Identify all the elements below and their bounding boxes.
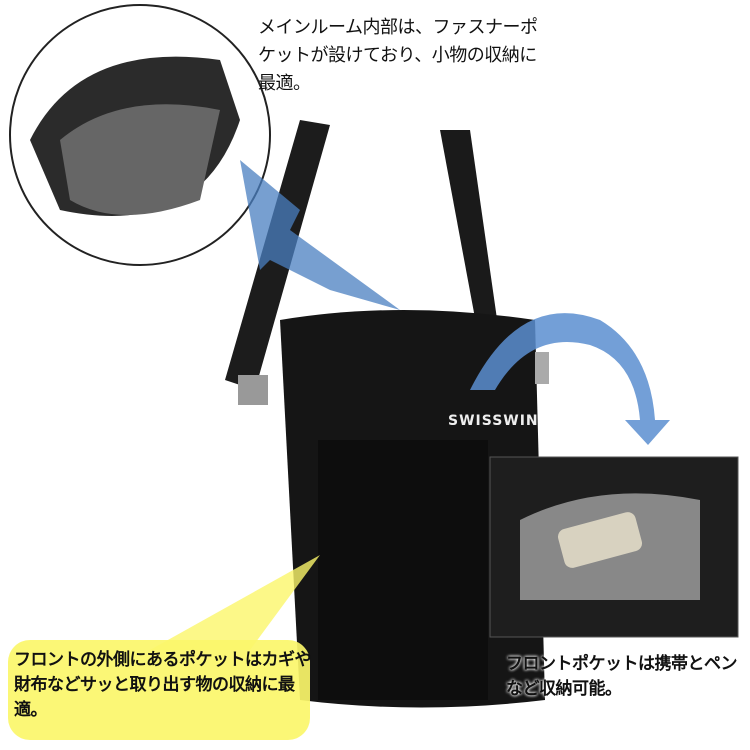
curved-arrow [470,313,670,445]
outer-pocket-caption: フロントの外側にあるポケットはカギや財布などサッと取り出す物の収納に最適。 [14,650,312,720]
yellow-callout-box [8,640,310,740]
buckle-right [535,352,549,384]
yellow-pointer [150,555,320,650]
blue-pointer [240,160,400,310]
outer-pocket [318,440,488,700]
main-room-caption: メインルーム内部は、ファスナーポケットが設けており、小物の収納に最適。 [258,17,538,94]
front-pocket-caption: フロントポケットは携帯とペンなど収納可能。 [506,654,738,699]
buckle-left [238,375,268,405]
brand-logo: SWISSWIN [448,413,539,429]
strap-right [440,130,500,345]
